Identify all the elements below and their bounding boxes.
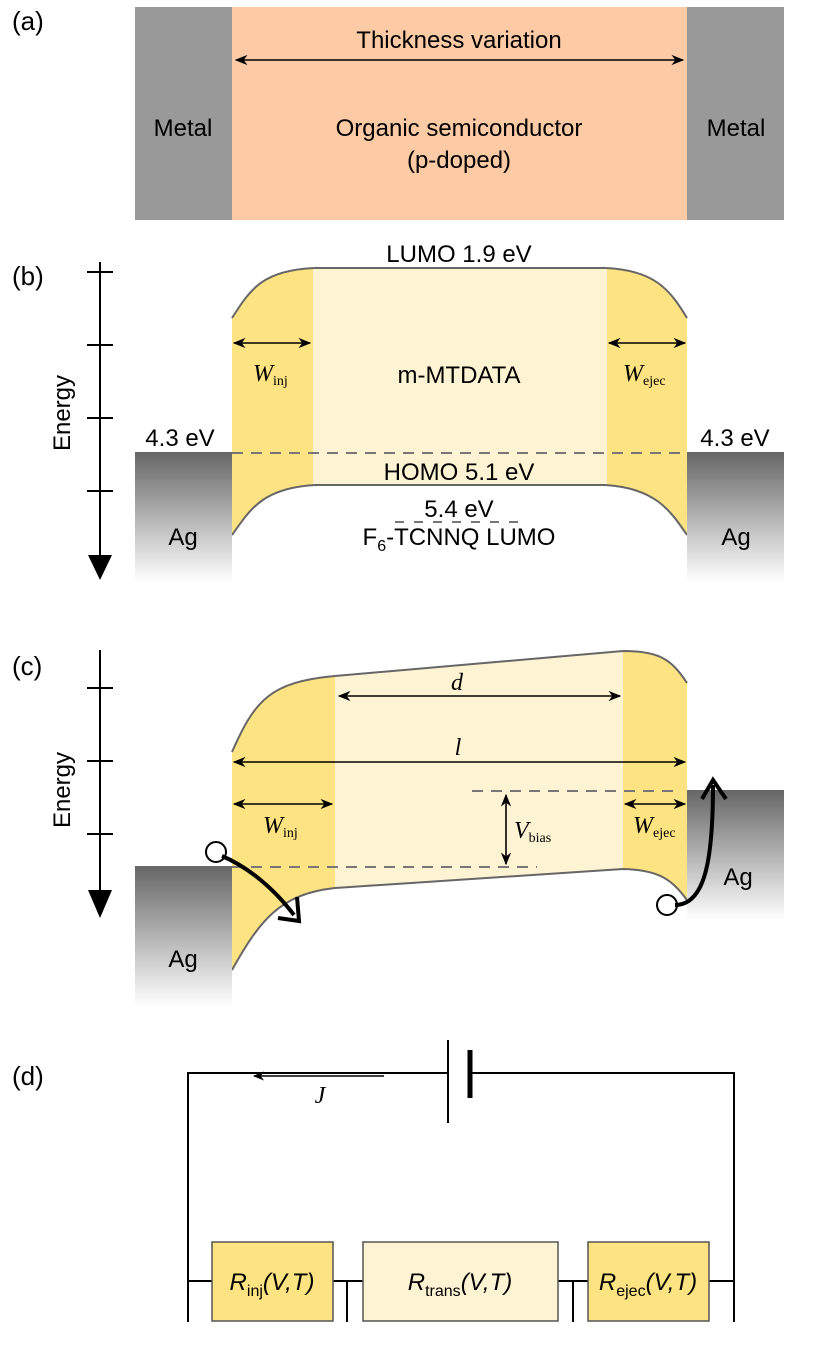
- ag-electrode-right: [687, 452, 784, 582]
- homo-band-edge: [231, 484, 688, 536]
- panel-a-label: (a): [12, 6, 44, 36]
- resistor-ejection-label: Rejec(V,T): [599, 1269, 697, 1300]
- energy-axis-arrow-icon: [88, 890, 112, 918]
- lumo-label: LUMO 1.9 eV: [386, 241, 531, 268]
- vbias-label: Vbias: [514, 818, 551, 846]
- homo-label: HOMO 5.1 eV: [384, 459, 535, 486]
- l-label: l: [455, 735, 462, 761]
- resistor-transport-label: Rtrans(V,T): [408, 1269, 512, 1300]
- energy-axis-label: Energy: [49, 752, 76, 828]
- metal-right-label: Metal: [707, 115, 766, 142]
- whiteout: [150, 1322, 829, 1353]
- current-label: J: [315, 1083, 327, 1109]
- resistor-transport: [362, 1241, 559, 1322]
- energy-axis-label: Energy: [49, 375, 76, 451]
- w-ejec-label: Wejec: [633, 813, 676, 841]
- workfunction-right-label: 4.3 eV: [700, 425, 769, 452]
- injection-arrowhead-icon: [277, 896, 302, 924]
- material-label: m-MTDATA: [397, 362, 520, 389]
- ag-right-label: Ag: [723, 864, 752, 891]
- panel-b: (b) Energy Ag Ag 4.3 eV 4.3 eV LUMO 1.9 …: [12, 241, 784, 582]
- thickness-variation-label: Thickness variation: [356, 27, 561, 54]
- organic-label-line1: Organic semiconductor: [336, 115, 583, 142]
- ag-left-label: Ag: [168, 524, 197, 551]
- energy-axis-arrow-icon: [88, 555, 112, 580]
- w-inj-label: Winj: [263, 813, 298, 841]
- lumo-band-edge: [231, 649, 688, 753]
- panel-a: (a) Metal Metal Thickness variation Orga…: [12, 6, 784, 220]
- panel-c: (c) Energy Ag Ag d l Winj Wejec Vbias: [12, 649, 784, 1006]
- resistor-ejection: [587, 1241, 710, 1322]
- metal-left-block: [135, 7, 232, 220]
- panel-c-label: (c): [12, 651, 42, 681]
- ag-electrode-right: [687, 790, 784, 920]
- resistor-injection: [211, 1241, 334, 1322]
- band-bulk-region: [335, 651, 623, 888]
- panel-d-label: (d): [12, 1061, 44, 1091]
- panel-b-label: (b): [12, 261, 44, 291]
- metal-right-block: [687, 7, 784, 220]
- ejection-arrowhead-icon: [700, 776, 728, 801]
- homo-band-edge: [231, 867, 688, 971]
- workfunction-left-label: 4.3 eV: [145, 425, 214, 452]
- w-inj-label: Winj: [253, 361, 288, 389]
- dopant-label: F6-TCNNQ LUMO: [363, 524, 556, 555]
- band-bulk-region: [313, 268, 607, 485]
- d-label: d: [451, 670, 464, 696]
- ag-electrode-left: [135, 452, 232, 582]
- resistor-injection-label: Rinj(V,T): [230, 1269, 315, 1300]
- ag-right-label: Ag: [721, 524, 750, 551]
- injection-arrow-icon: [221, 854, 296, 917]
- w-ejec-label: Wejec: [623, 361, 666, 389]
- panel-d: (d) J Rinj(V,T) Rtrans(V,T) Rejec(V,T): [12, 1040, 735, 1353]
- ejection-arrow-icon: [674, 784, 715, 907]
- hole-injection-circle-icon: [205, 841, 227, 863]
- ag-electrode-left: [135, 866, 232, 1006]
- ag-left-label: Ag: [168, 946, 197, 973]
- metal-left-label: Metal: [154, 115, 213, 142]
- dopant-energy-label: 5.4 eV: [424, 496, 493, 523]
- lumo-band-edge: [231, 267, 688, 319]
- organic-semiconductor-block: [232, 7, 687, 220]
- organic-label-line2: (p-doped): [407, 147, 511, 174]
